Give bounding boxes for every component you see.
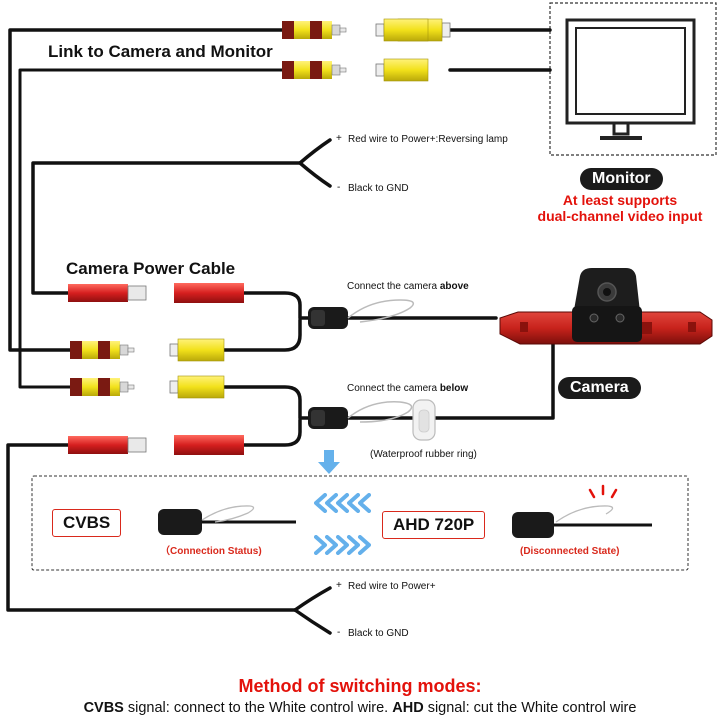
rubber-ring-label: (Waterproof rubber ring): [370, 449, 477, 460]
chevrons-left-icon: [314, 493, 371, 513]
chevrons-right-icon: [314, 535, 371, 555]
monitor-note-line2: dual-channel video input: [537, 208, 703, 224]
minus-sign-1: -: [337, 182, 341, 193]
connector-icon: [308, 299, 415, 429]
ahd-mode-box: AHD 720P: [382, 511, 486, 539]
connect-above-label: Connect the camera above: [347, 281, 469, 292]
monitor-note: At least supports dual-channel video inp…: [520, 192, 720, 224]
cvbs-mode-box: CVBS: [52, 509, 122, 537]
monitor-note-line1: At least supports: [562, 192, 678, 208]
plus-sign-1: +: [336, 133, 342, 144]
method-title: Method of switching modes:: [238, 676, 482, 696]
camera-badge: Camera: [558, 377, 641, 399]
red-wire-power: Red wire to Power+: [348, 581, 436, 592]
connect-below-label: Connect the camera below: [347, 383, 469, 394]
monitor-badge: Monitor: [580, 168, 663, 190]
minus-sign-2: -: [337, 627, 341, 638]
connection-status-label: （Connection Status): [160, 546, 262, 557]
red-wire-reversing: Red wire to Power+:Reversing lamp: [348, 134, 508, 145]
rubber-ring-icon: [412, 399, 436, 441]
power-cable-title: Camera Power Cable: [66, 259, 236, 278]
spark-icon: [588, 484, 618, 499]
arrow-down-icon: [318, 450, 340, 474]
black-gnd-1: Black to GND: [348, 183, 409, 194]
link-title: Link to Camera and Monitor: [48, 42, 273, 61]
monitor-icon: [549, 2, 717, 156]
disconnected-state-label: (Disconnected State): [520, 546, 620, 557]
mode-panel: [31, 475, 689, 571]
black-gnd-2: Black to GND: [348, 628, 409, 639]
camera-icon: [499, 268, 713, 345]
plus-sign-2: +: [336, 580, 342, 591]
method-description: CVBS signal: connect to the White contro…: [83, 700, 637, 716]
power-plug-icon: [67, 283, 244, 455]
